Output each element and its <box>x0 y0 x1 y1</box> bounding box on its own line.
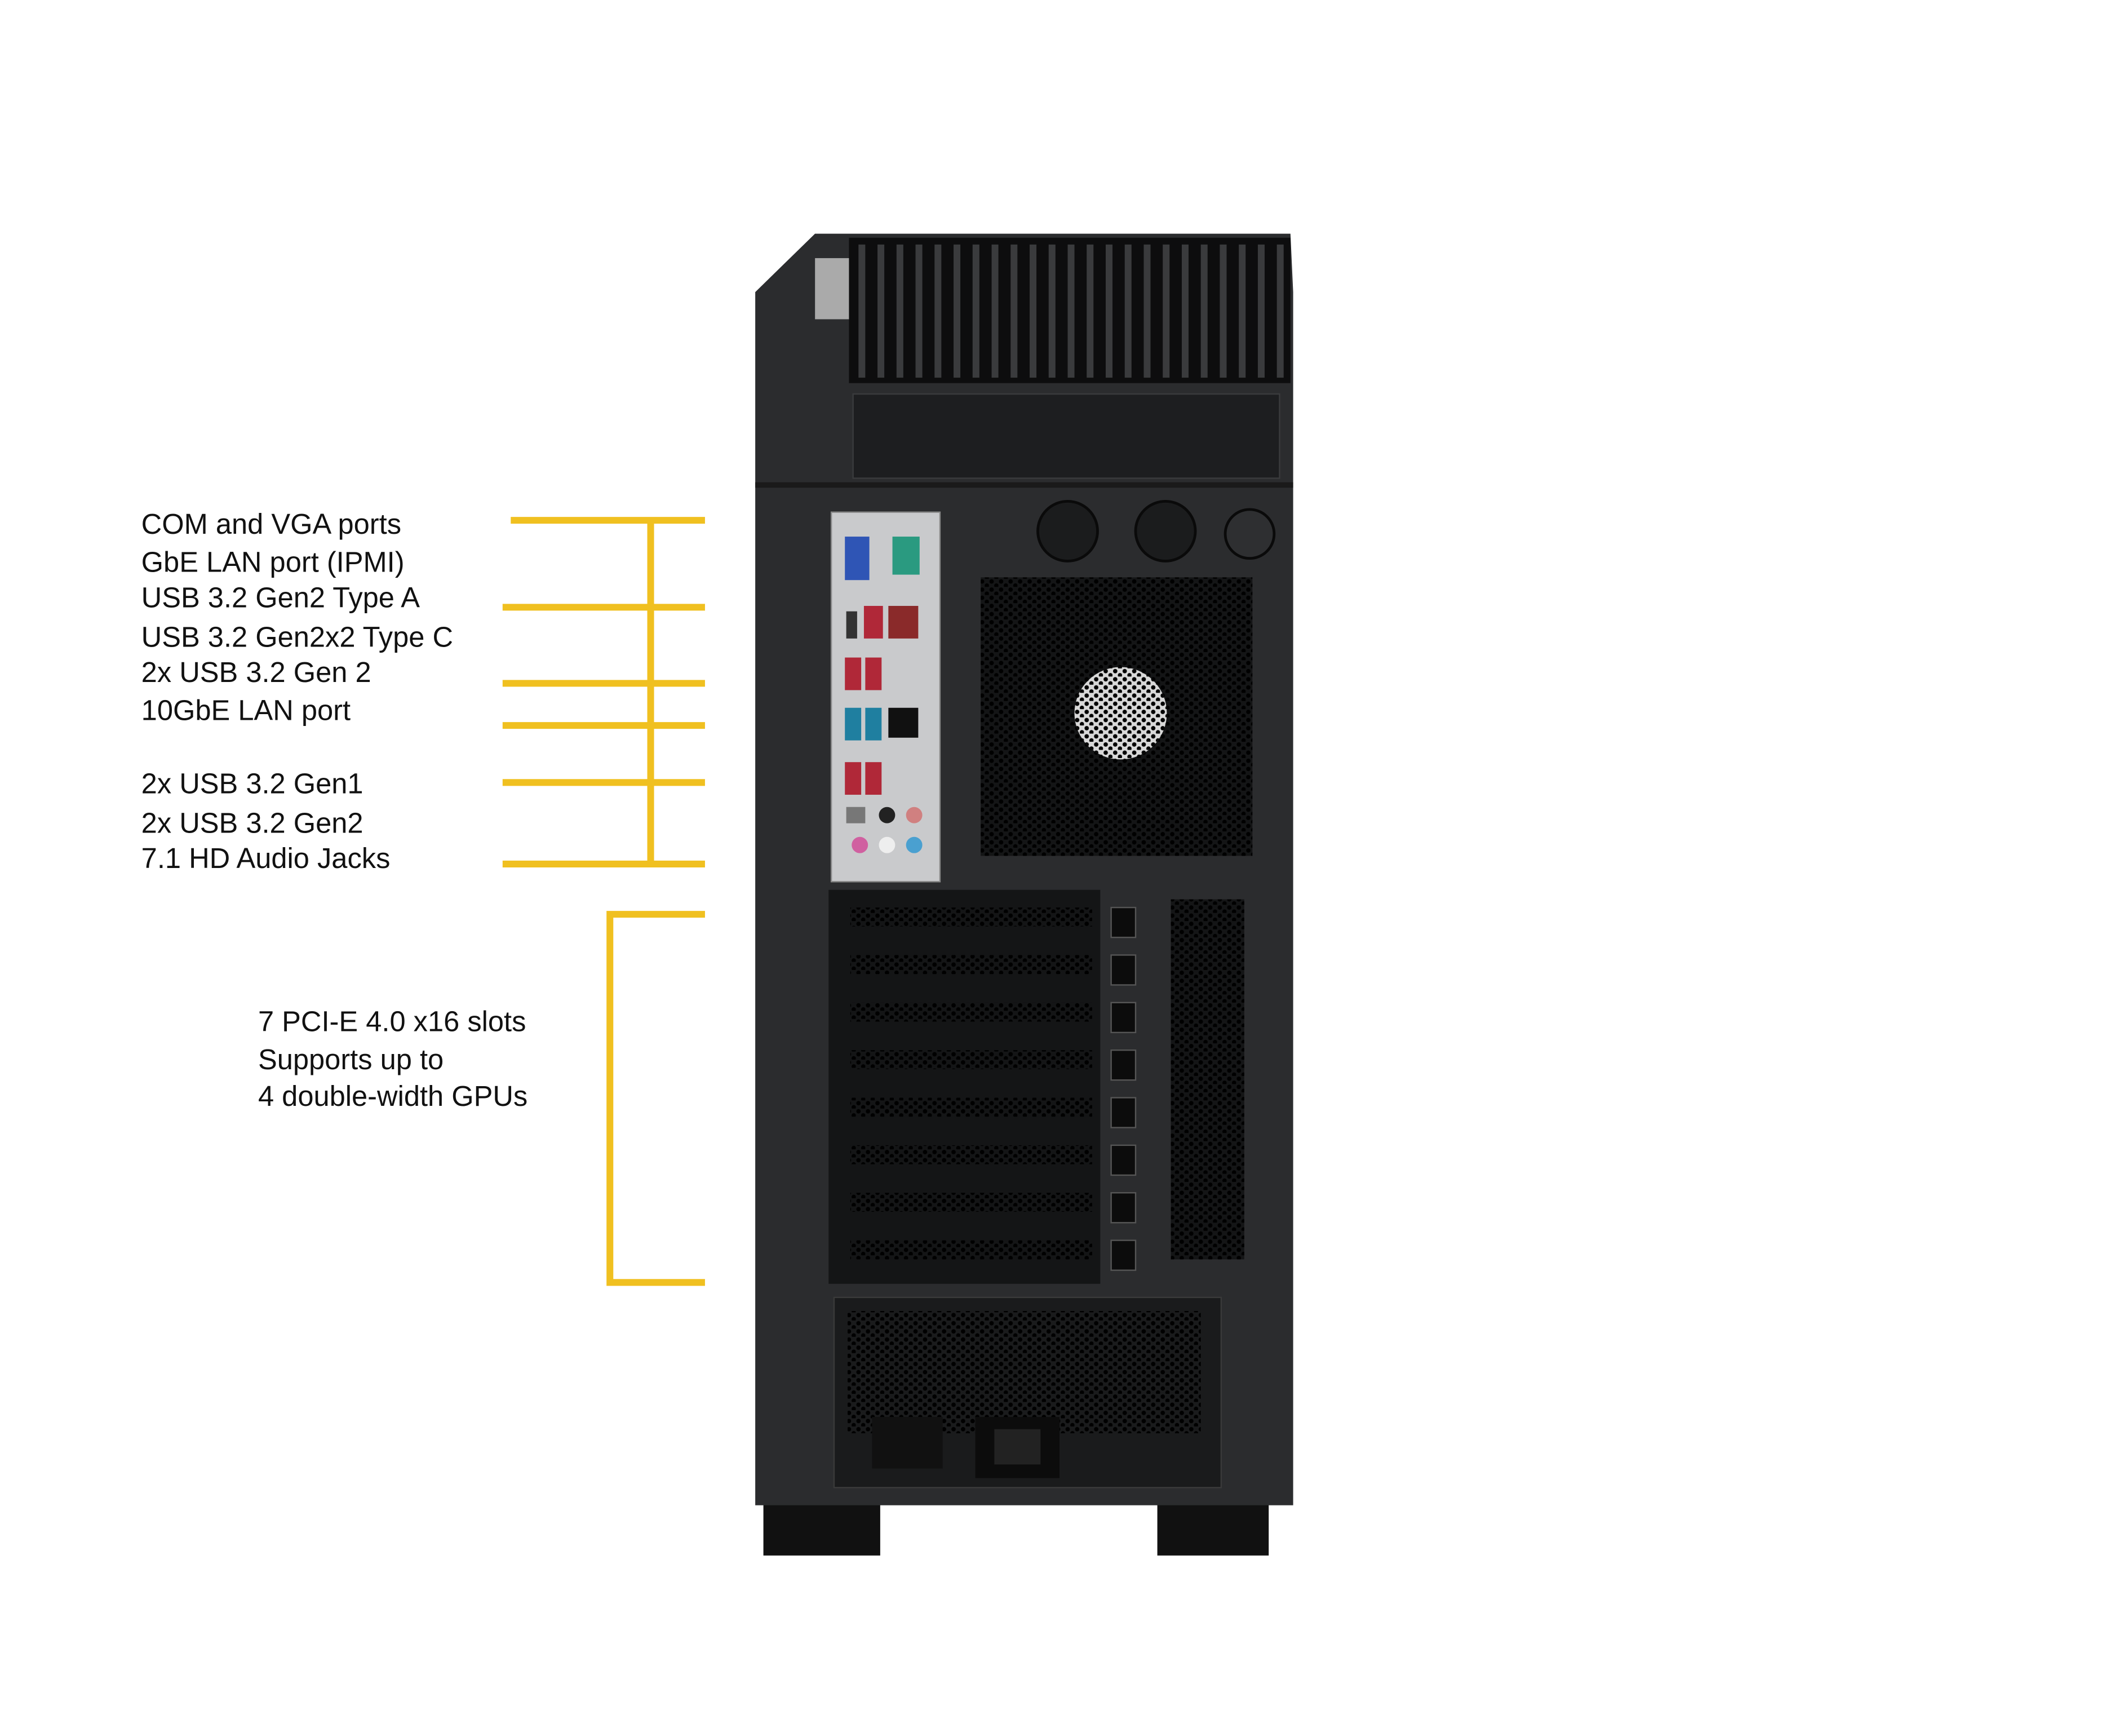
heatsink-fin <box>896 244 903 378</box>
pcie-slot-area <box>828 889 1101 1284</box>
pcie-slot-cover <box>850 1097 1092 1117</box>
usb-c-port <box>846 611 857 639</box>
top-trim <box>815 258 850 320</box>
heatsink-fin <box>1030 244 1037 378</box>
pcie-label: 7 PCI-E 4.0 x16 slots <box>258 1007 526 1038</box>
slot-thumbscrew <box>1110 1002 1137 1034</box>
slot-thumbscrew <box>1110 906 1137 938</box>
heatsink-fin <box>934 244 942 378</box>
io-callout-bracket <box>502 517 705 867</box>
pcie-slot-cover <box>850 1145 1092 1164</box>
pcie-label: 4 double-width GPUs <box>258 1081 528 1113</box>
heatsink-fin <box>954 244 961 378</box>
pcie-slot-cover <box>850 1050 1092 1069</box>
heatsink-fins <box>858 244 1284 378</box>
io-label: COM and VGA ports <box>141 509 402 541</box>
heatsink-fin <box>1105 244 1113 378</box>
heatsink-fin <box>858 244 866 378</box>
heatsink-fin <box>1276 244 1284 378</box>
heatsink-fin <box>877 244 885 378</box>
io-label: 7.1 HD Audio Jacks <box>141 843 391 875</box>
heatsink-fin <box>1067 244 1075 378</box>
io-label: GbE LAN port (IPMI) <box>141 547 405 579</box>
heatsink-fin <box>1143 244 1151 378</box>
com-port <box>892 537 920 575</box>
heatsink-fin <box>1048 244 1056 378</box>
heatsink-fin <box>1220 244 1227 378</box>
heatsink-fin <box>1257 244 1265 378</box>
slot-thumbscrew <box>1110 1049 1137 1081</box>
pcie-callout-bracket <box>606 911 705 1286</box>
heatsink-fin <box>1010 244 1018 378</box>
heatsink-fin <box>1181 244 1189 378</box>
heatsink-fin <box>1163 244 1170 378</box>
heatsink-fin <box>972 244 979 378</box>
heatsink-fin <box>1087 244 1094 378</box>
io-label: 10GbE LAN port <box>141 696 351 727</box>
slot-thumbscrew <box>1110 1239 1137 1271</box>
ipmi-lan-port <box>888 605 919 639</box>
heatsink-fin <box>1124 244 1132 378</box>
heatsink-fin <box>915 244 923 378</box>
vga-port <box>845 537 870 581</box>
pcie-slot-cover <box>850 907 1092 927</box>
slot-thumbscrew <box>1110 1144 1137 1176</box>
pcie-slot-cover <box>850 1240 1092 1260</box>
10gbe-lan-port <box>888 707 919 738</box>
pcie-slot-cover <box>850 1002 1092 1022</box>
heatsink-fin <box>1239 244 1246 378</box>
heatsink-fin <box>1200 244 1208 378</box>
io-label: 2x USB 3.2 Gen2 <box>141 808 363 840</box>
power-switch <box>872 1416 943 1469</box>
heatsink-fin <box>991 244 999 378</box>
slot-thumbscrew <box>1110 1192 1137 1224</box>
slot-thumbscrew <box>1110 954 1137 986</box>
io-label: 2x USB 3.2 Gen1 <box>141 769 363 800</box>
io-label: USB 3.2 Gen2x2 Type C <box>141 622 454 654</box>
io-label: USB 3.2 Gen2 Type A <box>141 583 420 614</box>
pcie-slot-cover <box>850 1193 1092 1212</box>
io-label: 2x USB 3.2 Gen 2 <box>141 657 371 689</box>
pcie-label: Supports up to <box>258 1044 444 1076</box>
slot-thumbscrew <box>1110 1097 1137 1128</box>
pcie-slot-cover <box>850 955 1092 975</box>
server-tower <box>755 233 1293 1556</box>
